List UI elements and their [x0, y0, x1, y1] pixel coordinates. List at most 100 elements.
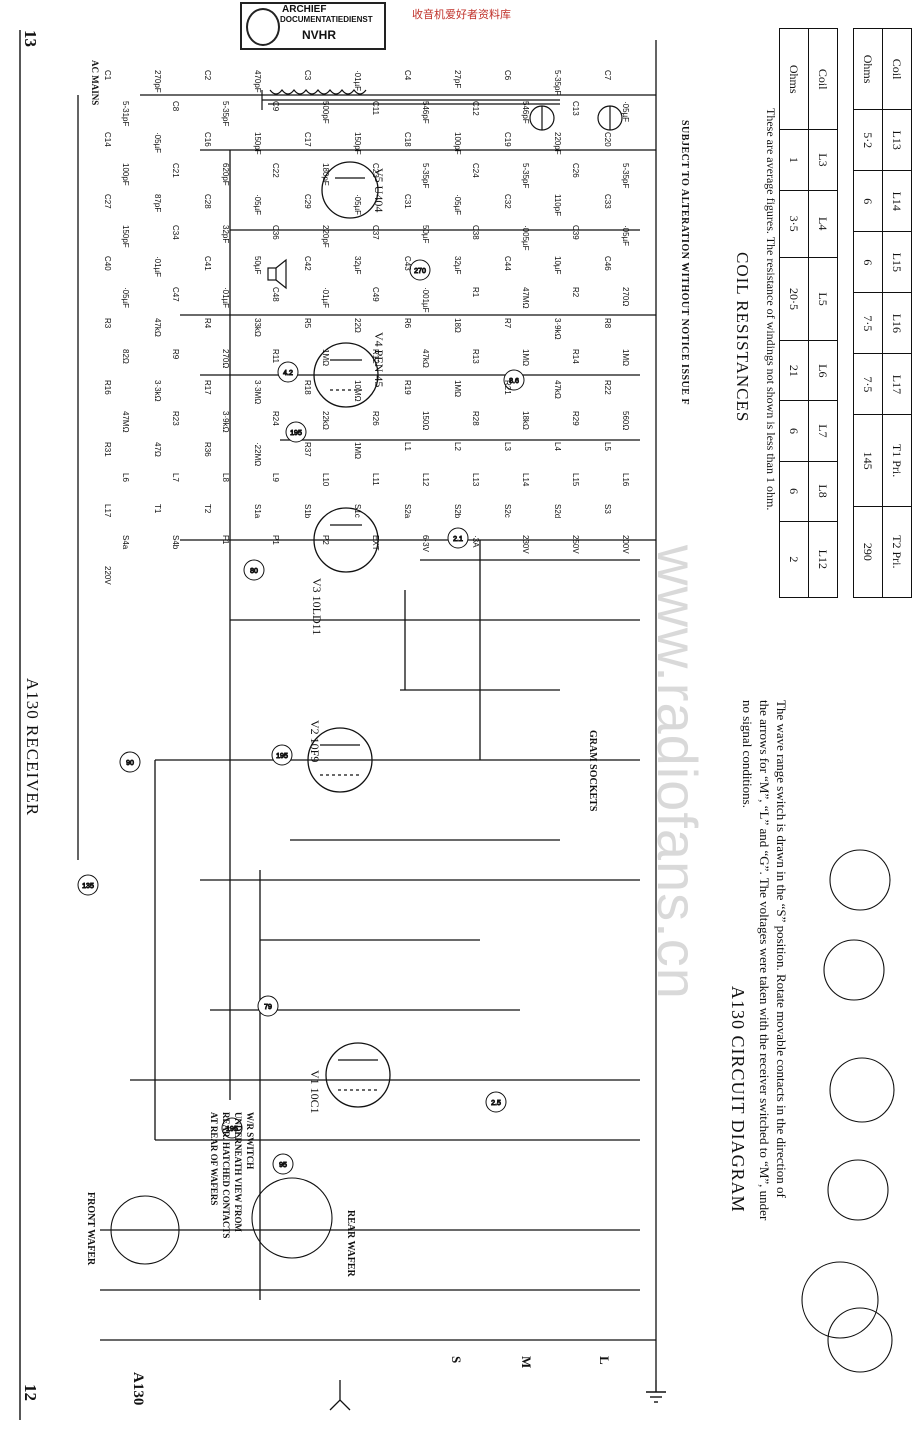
- component-label: C44: [503, 256, 512, 271]
- component-label: ·22MΩ: [253, 442, 262, 467]
- component-label: C24: [471, 163, 480, 178]
- component-label: 3·3MΩ: [253, 380, 262, 405]
- component-label: 1MΩ: [621, 349, 630, 367]
- component-label: 10MΩ: [353, 380, 362, 402]
- component-label: 5-35pF: [621, 163, 630, 189]
- coil-resistances-title: COIL RESISTANCES: [733, 252, 752, 423]
- component-label: 150pF: [253, 132, 262, 155]
- source-mark: 收音机爱好者资料库: [412, 8, 511, 21]
- component-label: 220pF: [321, 225, 330, 248]
- component-label: C38: [471, 225, 480, 240]
- component-label: C37: [371, 225, 380, 240]
- component-label: F1: [221, 535, 230, 545]
- component-label: ·05µF: [621, 101, 630, 123]
- valve-v2-ref: V2: [308, 720, 322, 735]
- coil-table-cell: 7·5: [853, 353, 883, 415]
- component-label: 5-35pF: [553, 70, 562, 96]
- component-label: L16: [621, 473, 630, 487]
- component-label: ·05µF: [621, 225, 630, 247]
- component-label: ·05µF: [353, 194, 362, 216]
- component-label: C33: [603, 194, 612, 209]
- circuit-notes: The wave range switch is drawn in the “S…: [739, 700, 790, 1220]
- component-label: R36: [203, 442, 212, 457]
- valve-v5-ref: V5: [372, 168, 386, 183]
- valve-v2-type: 10F9: [308, 737, 322, 763]
- coil-table-cell: 6: [779, 400, 809, 462]
- component-label: 47Ω: [153, 442, 162, 457]
- component-label: 32µF: [353, 256, 362, 275]
- component-label: L15: [571, 473, 580, 487]
- component-label: S2d: [553, 504, 562, 519]
- component-label: R31: [103, 442, 112, 457]
- valve-v3-symbol: [313, 507, 379, 573]
- component-label: 32µF: [453, 256, 462, 275]
- component-label: C13: [571, 101, 580, 116]
- component-label: L7: [171, 473, 180, 482]
- valve-v3-label: V3 10LD11: [309, 578, 324, 635]
- voltage-label: 270: [414, 268, 426, 275]
- component-label: P1: [271, 535, 280, 545]
- component-label: 180pF: [321, 163, 330, 186]
- component-label: ·01µF: [321, 287, 330, 309]
- circuit-note-line: the arrows for “M”, “L” and “G”. The vol…: [757, 700, 772, 1221]
- component-label: C42: [303, 256, 312, 271]
- switch-note: W/R SWITCH UNDERNEATH VIEW FROM REAR. HA…: [208, 1112, 256, 1238]
- component-label: 32pF: [221, 225, 230, 244]
- component-label: C14: [103, 132, 112, 147]
- coil-table-cell: L13: [882, 109, 912, 171]
- component-label: R9: [171, 349, 180, 360]
- component-label: 500pF: [321, 101, 330, 124]
- component-label: 82Ω: [121, 349, 130, 364]
- component-label: R29: [571, 411, 580, 426]
- coil-table-cell: L8: [808, 461, 838, 522]
- coil-table-cell: 21: [779, 340, 809, 401]
- component-label: 22kΩ: [321, 411, 330, 430]
- component-label: C36: [271, 225, 280, 240]
- component-label: R2: [571, 287, 580, 298]
- component-label: C34: [171, 225, 180, 240]
- component-label: S1b: [303, 504, 312, 519]
- component-label: EXT: [371, 535, 380, 551]
- valve-v5-label: V5 U404: [371, 168, 386, 212]
- component-label: 250V: [571, 535, 580, 554]
- component-label: C2: [203, 70, 212, 81]
- component-label: 546pF: [421, 101, 430, 124]
- component-label: 47kΩ: [153, 318, 162, 337]
- component-label: R1: [471, 287, 480, 298]
- component-label: 5-31pF: [121, 101, 130, 127]
- component-label: R4: [203, 318, 212, 329]
- component-label: R18: [303, 380, 312, 395]
- component-label: L10: [321, 473, 330, 487]
- component-label: C26: [571, 163, 580, 178]
- valve-v1-symbol: [325, 1042, 391, 1108]
- aerial-icon: [329, 1380, 351, 1411]
- component-label: L12: [421, 473, 430, 487]
- coil-table-cell: 3·5: [779, 190, 809, 258]
- voltage-label: 95: [279, 1162, 287, 1169]
- switch-note-line: REAR. HATCHED CONTACTS: [221, 1112, 231, 1239]
- component-label: L4: [553, 442, 562, 451]
- component-label: S1c: [353, 504, 362, 518]
- component-label: C9: [271, 101, 280, 112]
- coil-table-cell: 5·2: [853, 109, 883, 171]
- valve-v1-type: 10C1: [308, 1087, 322, 1114]
- valve-v4-type: PEN 45: [372, 349, 386, 388]
- valve-v2-label: V2 10F9: [307, 720, 322, 762]
- component-label: L9: [271, 473, 280, 482]
- component-label: 47MΩ: [121, 411, 130, 433]
- switch-note-line: AT REAR OF WAFERS: [209, 1112, 219, 1206]
- pilot-lamps: [529, 105, 623, 131]
- ac-mains-label: AC MAINS: [90, 60, 100, 106]
- voltage-label: 2.5: [491, 1100, 501, 1107]
- component-label: L17: [103, 504, 112, 518]
- component-label: ·05µF: [453, 194, 462, 216]
- model-label: A130: [130, 1372, 146, 1406]
- component-label: ·05µF: [153, 132, 162, 154]
- component-label: C4: [403, 70, 412, 81]
